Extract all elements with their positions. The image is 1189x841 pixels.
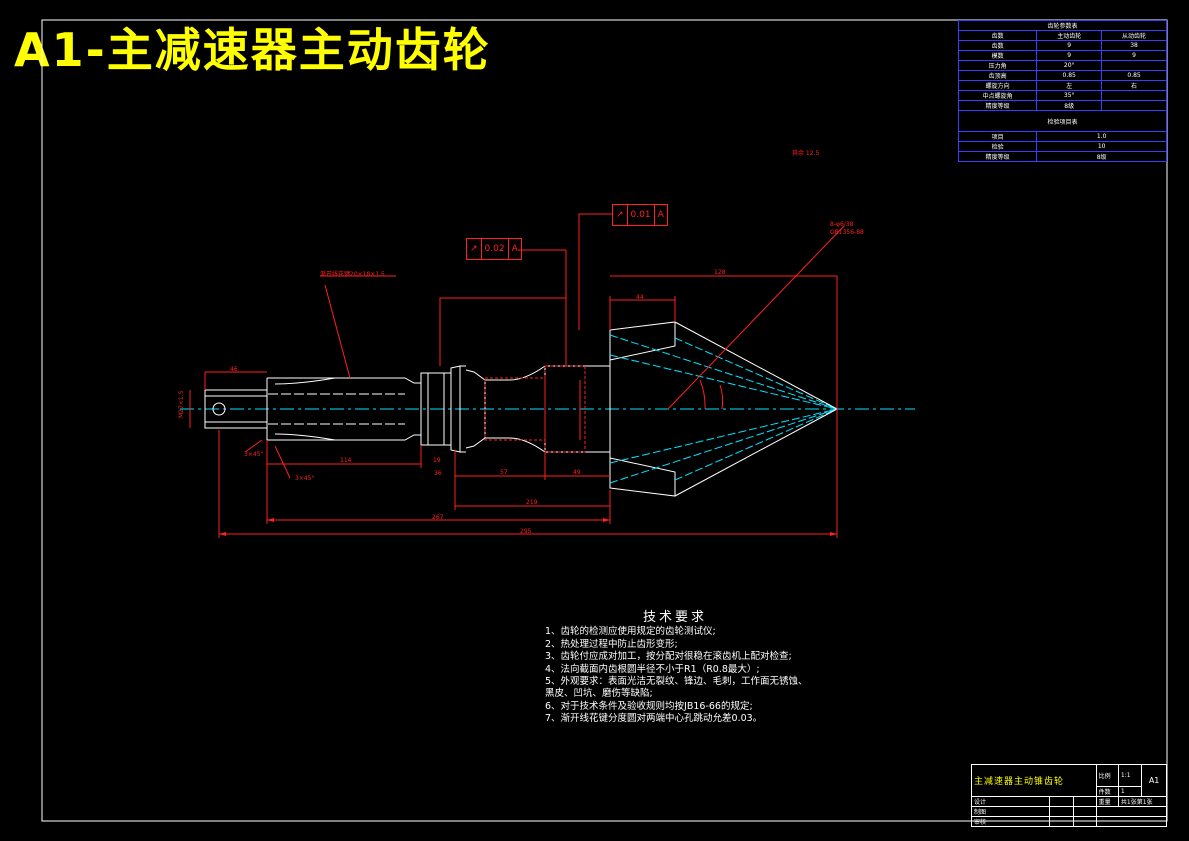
tech-line: 6、对于技术条件及验收规则均按JB16-66的规定; — [545, 700, 753, 712]
tech-title: 技术要求 — [642, 610, 707, 625]
chamfer-b: 3×45° — [295, 475, 315, 482]
dim-114: 114 — [340, 457, 352, 464]
roughness-note: 其余 12.5 — [792, 150, 820, 157]
spline-label: 渐开线花键20×18×1.5 — [320, 271, 385, 278]
cone-edges — [674, 321, 838, 497]
params-subheader: 检验项目表 — [958, 110, 1167, 132]
drawing-title: A1-主减速器主动齿轮 — [14, 23, 491, 77]
dim-arrows — [219, 518, 837, 536]
dimension-lines — [189, 213, 845, 538]
dim-44: 44 — [636, 294, 644, 301]
dim-19: 19 — [433, 457, 441, 464]
tech-line: 2、热处理过程中防止齿形变形; — [545, 638, 678, 650]
tech-line: 1、齿轮的检测应使用规定的齿轮测试仪; — [545, 626, 716, 638]
groove-hidden — [484, 365, 586, 453]
sheet-size: A1 — [1141, 764, 1167, 797]
thread-label: M27×1.5 — [178, 390, 185, 418]
dim-128: 128 — [714, 269, 726, 276]
params-header: 齿轮参数表 — [958, 20, 1167, 31]
chamfer-a: 3×45° — [244, 451, 264, 458]
dim-36: 36 — [434, 470, 442, 477]
tech-line: 黑皮、凹坑、磨伤等缺陷; — [545, 688, 653, 700]
tech-line: 4、法向截面内齿根圆半径不小于R1（R0.8最大）; — [545, 663, 760, 675]
cone-lines — [609, 334, 838, 484]
gear-mark: 8-φ6/38 — [830, 221, 854, 228]
gear-standard: GB1356-88 — [830, 229, 864, 236]
dim-57: 57 — [500, 469, 508, 476]
tech-requirements: 技术要求 1、齿轮的检测应使用规定的齿轮测试仪; 2、热处理过程中防止齿形变形;… — [545, 611, 845, 726]
part-name: 主减速器主动锥齿轮 — [971, 764, 1097, 797]
tech-line: 3、齿轮付应成对加工，按分配对很稳在滚齿机上配对检查; — [545, 651, 792, 663]
tech-line: 7、渐开线花键分度圆对两端中心孔跳动允差0.03。 — [545, 713, 763, 725]
outer-frame — [41, 19, 1168, 822]
dim-46: 46 — [230, 366, 238, 373]
dim-219: 219 — [526, 499, 538, 506]
tech-line: 5、外观要求：表面光洁无裂纹、锋边、毛刺，工作面无锈蚀、 — [545, 676, 808, 688]
dim-295: 295 — [520, 528, 532, 535]
dim-267: 267 — [432, 514, 444, 521]
dim-49: 49 — [573, 469, 581, 476]
